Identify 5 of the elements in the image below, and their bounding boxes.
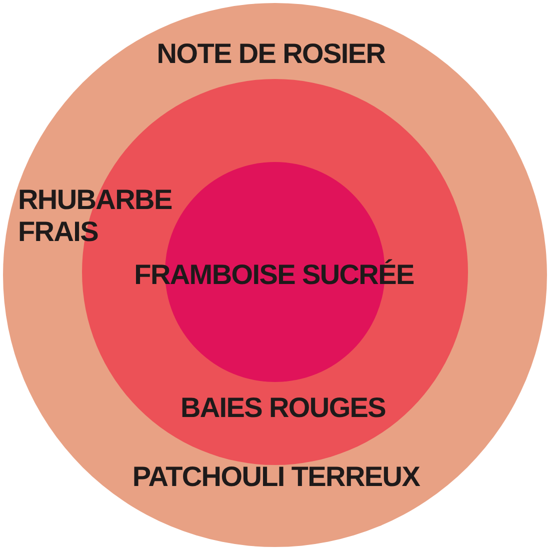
note-label: RHUBARBE FRAIS (18, 184, 173, 248)
note-label: FRAMBOISE SUCRÉE (134, 259, 414, 291)
note-label: NOTE DE ROSIER (156, 38, 386, 70)
note-label: BAIES ROUGES (180, 392, 386, 424)
note-label: PATCHOULI TERREUX (132, 461, 420, 493)
